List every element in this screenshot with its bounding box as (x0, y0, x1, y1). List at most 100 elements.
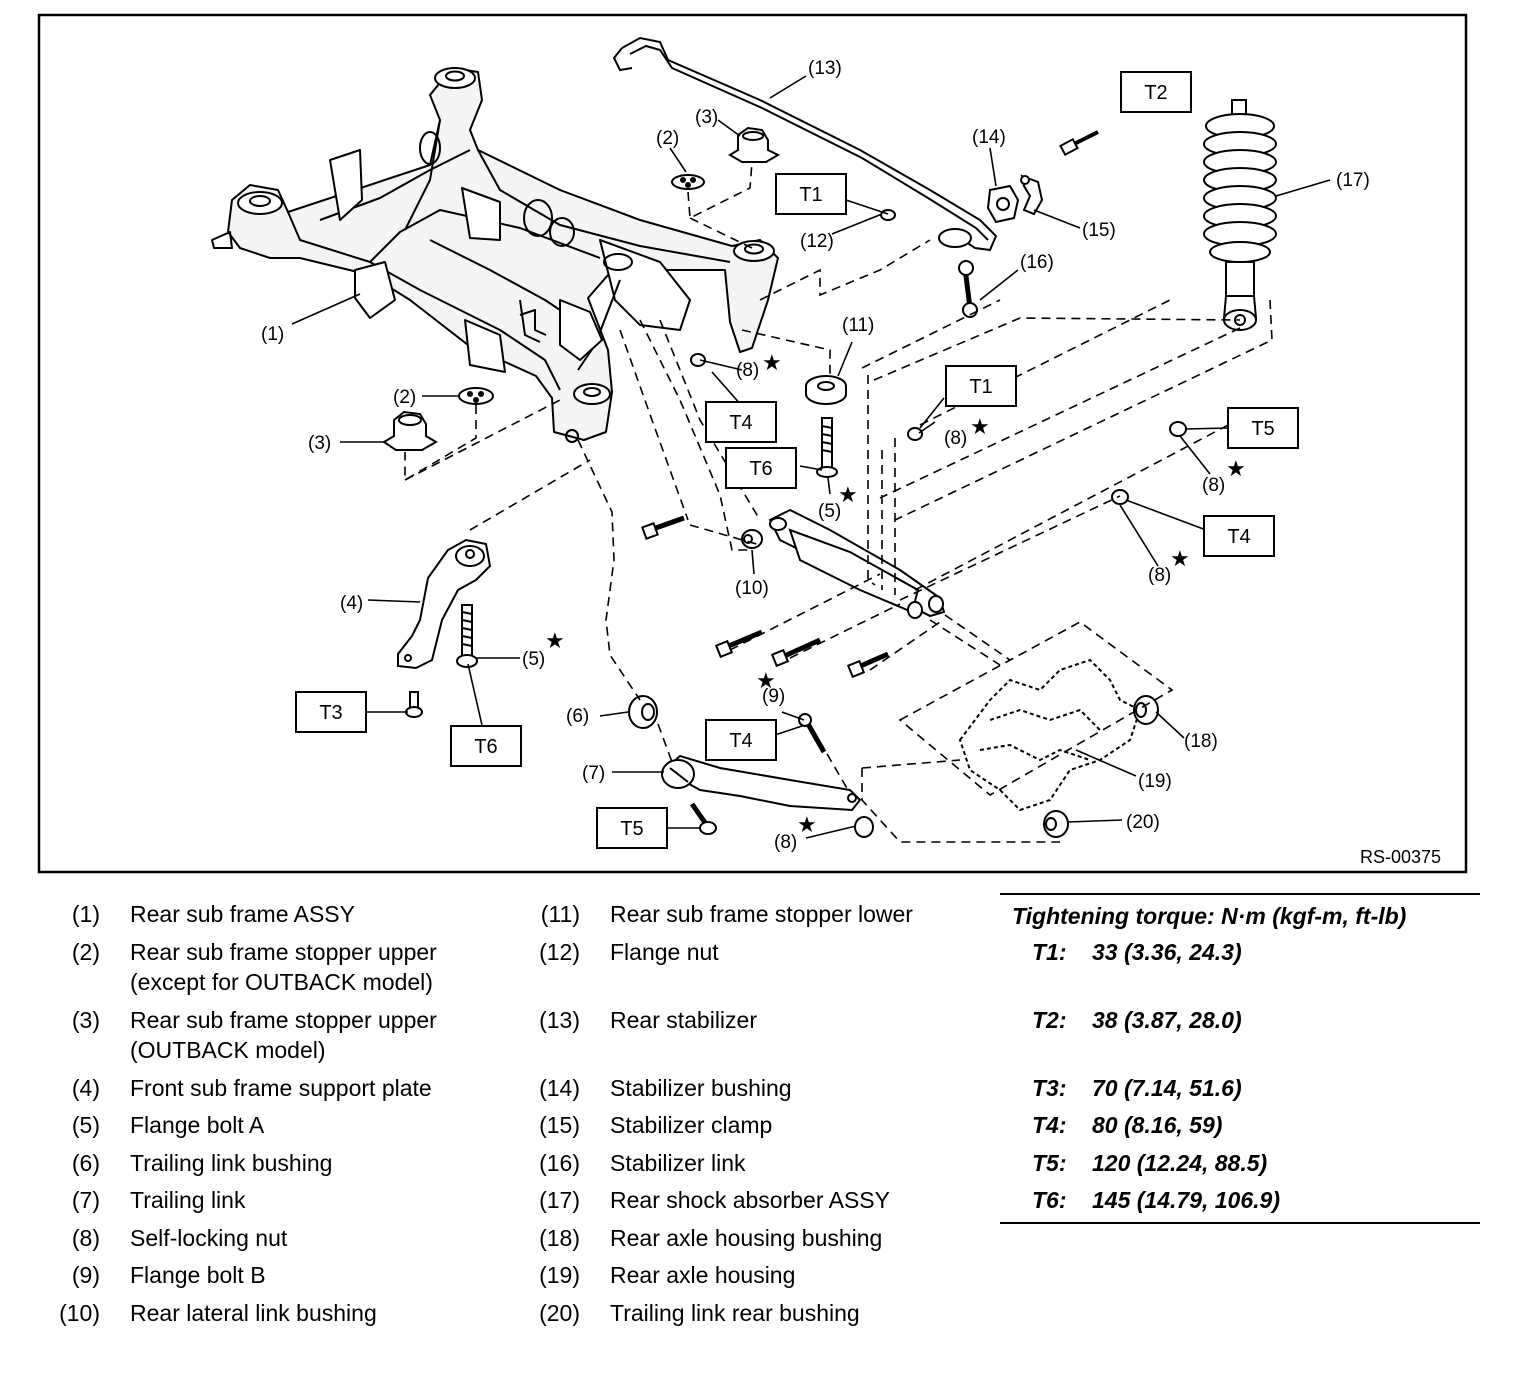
legend-name-continued: (except for OUTBACK model) (130, 969, 433, 995)
legend-number: (5) (71, 1112, 100, 1138)
callout: (2) (656, 128, 679, 149)
legend-number: (8) (71, 1225, 100, 1251)
legend-number: (16) (539, 1150, 580, 1176)
legend-name: Trailing link (130, 1187, 246, 1213)
torque-box-labels: T1 T2 T1 T4 T6 T5 T4 T3 T6 T4 T5 (319, 82, 1274, 840)
figure-code: RS-00375 (1360, 847, 1441, 867)
torque-key: T5: (1032, 1150, 1067, 1176)
legend-name: Rear shock absorber ASSY (610, 1187, 890, 1213)
torque-table-title: Tightening torque: N·m (kgf-m, ft-lb) (1012, 903, 1407, 929)
callout: (8) (944, 428, 967, 449)
diagram-frame (37, 13, 1468, 874)
rear-stabilizer (612, 36, 998, 252)
legend-number: (10) (59, 1300, 100, 1326)
sub-frame-stopper-upper-right (671, 126, 781, 190)
torque-box-t2 (1120, 71, 1192, 113)
star-marks: ★ ★ ★ ★ ★ ★ ★ ★ (545, 350, 1246, 837)
trailing-link-bushing (628, 695, 658, 729)
legend-name-continued: (OUTBACK model) (130, 1037, 326, 1063)
t3-bolt (405, 691, 423, 718)
star-icon: ★ (797, 812, 817, 837)
torque-label: T5 (1251, 418, 1274, 440)
callout: (13) (808, 58, 842, 79)
assembly-lines (404, 161, 1273, 843)
callout: (8) (736, 360, 759, 381)
legend-number: (7) (71, 1187, 100, 1213)
exploded-view-diagram: T1 T2 T1 T4 T6 T5 T4 T3 T6 T4 T5 (1) (2)… (37, 13, 1468, 874)
torque-box-t4 (1203, 515, 1275, 557)
torque-key: T6: (1032, 1187, 1067, 1213)
legend-name: Flange nut (610, 939, 719, 965)
rear-axle-housing (958, 658, 1142, 812)
stabilizer-bushing (986, 184, 1020, 224)
flange-bolt-b (798, 713, 827, 754)
tightening-torque-table: Tightening torque: N·m (kgf-m, ft-lb) T1… (1000, 893, 1480, 1224)
stabilizer-clamp (1020, 174, 1044, 216)
torque-value: 33 (3.36, 24.3) (1092, 939, 1242, 965)
torque-key: T3: (1032, 1075, 1067, 1101)
legend-number: (1) (71, 901, 100, 927)
legend-number: (14) (539, 1075, 580, 1101)
flange-bolt-a-upper (816, 417, 838, 478)
sub-frame-stopper-lower (805, 375, 847, 405)
legend-number: (15) (539, 1112, 580, 1138)
callout: (8) (774, 832, 797, 853)
torque-value: 70 (7.14, 51.6) (1092, 1075, 1242, 1101)
callout: (3) (695, 107, 718, 128)
legend-number: (13) (539, 1007, 580, 1033)
legend-number: (11) (540, 901, 580, 927)
torque-label: T5 (620, 818, 643, 840)
torque-box-t5 (1227, 407, 1299, 449)
legend-name: Stabilizer bushing (610, 1075, 792, 1101)
torque-label: T4 (729, 730, 752, 752)
flange-bolts (641, 515, 890, 679)
callout: (5) (818, 501, 841, 522)
torque-label: T1 (799, 184, 822, 206)
legend-number: (6) (71, 1150, 100, 1176)
star-icon: ★ (762, 350, 782, 375)
legend-name: Front sub frame support plate (130, 1075, 432, 1101)
torque-boxes (295, 71, 1299, 849)
callout: (7) (582, 763, 605, 784)
torque-box-t6 (450, 725, 522, 767)
sub-frame-stopper-upper-left (382, 387, 494, 451)
callout: (12) (800, 231, 834, 252)
torque-key: T2: (1032, 1007, 1067, 1033)
star-icon: ★ (838, 482, 858, 507)
callout: (1) (261, 324, 284, 345)
torque-label: T4 (729, 412, 752, 434)
callout: (9) (762, 686, 785, 707)
legend-name: Rear axle housing bushing (610, 1225, 883, 1251)
callout: (18) (1184, 731, 1218, 752)
legend-number: (19) (539, 1262, 580, 1288)
torque-label: T4 (1227, 526, 1250, 548)
legend-name: Rear sub frame stopper upper (130, 939, 437, 965)
callout: (11) (842, 315, 874, 336)
legend-name: Trailing link rear bushing (610, 1300, 860, 1326)
star-icon: ★ (756, 668, 776, 693)
callout: (17) (1336, 170, 1370, 191)
torque-label: T3 (319, 702, 342, 724)
callout: (8) (1148, 565, 1171, 586)
legend-name: Rear lateral link bushing (130, 1300, 377, 1326)
torque-box-t5 (596, 807, 668, 849)
rear-lateral-link-bushing (741, 529, 763, 549)
rear-shock-absorber-assy (1203, 99, 1277, 331)
callout: (4) (340, 593, 363, 614)
callout-labels: (1) (2) (3) (2) (3) (13) (14) (15) (16) … (261, 58, 1370, 853)
torque-key: T4: (1032, 1112, 1067, 1138)
callout: (6) (566, 706, 589, 727)
legend-number: (3) (71, 1007, 100, 1033)
legend-number: (2) (71, 939, 100, 965)
callout: (14) (972, 127, 1006, 148)
star-icon: ★ (545, 628, 565, 653)
callout: (8) (1202, 475, 1225, 496)
torque-box-t4 (705, 401, 777, 443)
torque-label: T1 (969, 376, 992, 398)
legend-name: Self-locking nut (130, 1225, 288, 1251)
legend-name: Trailing link bushing (130, 1150, 333, 1176)
rear-sub-frame-assy (211, 67, 779, 443)
legend-name: Rear axle housing (610, 1262, 796, 1288)
legend-name: Stabilizer link (610, 1150, 746, 1176)
front-sub-frame-support-plate (397, 538, 492, 670)
